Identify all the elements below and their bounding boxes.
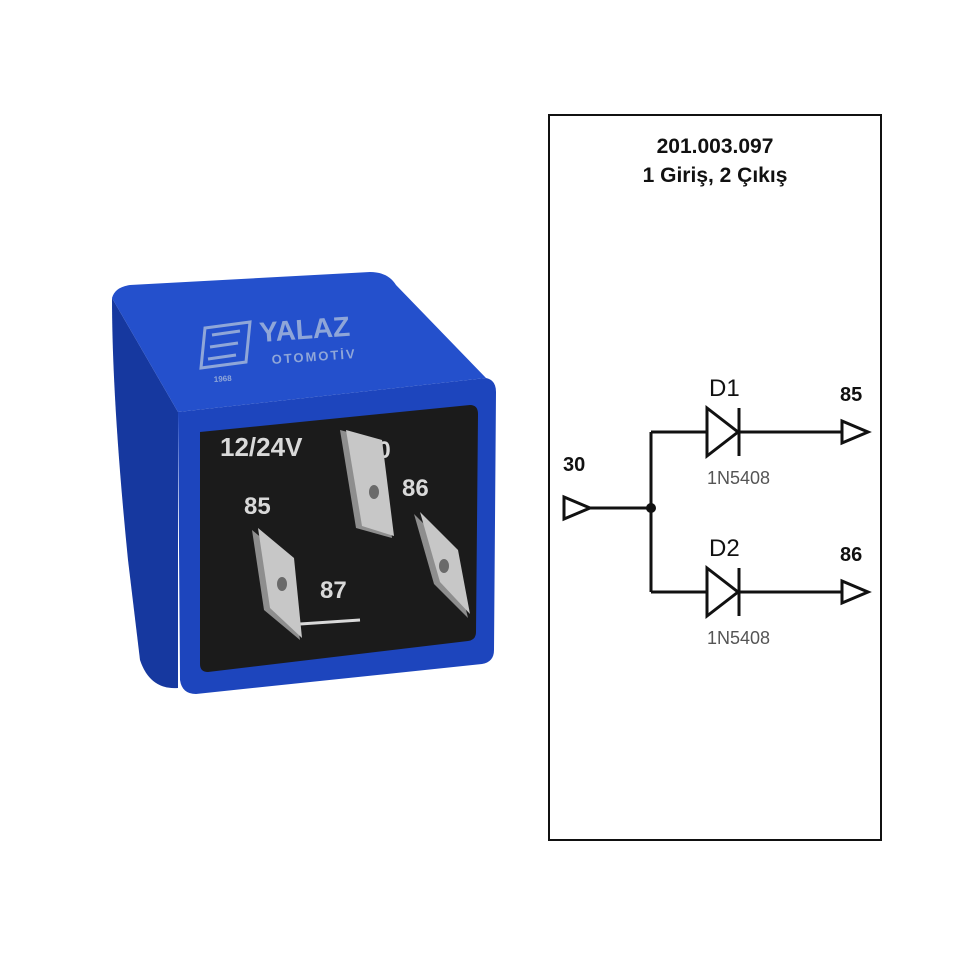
output-85-arrow-icon <box>840 418 872 446</box>
diode-d1-label: D1 <box>709 375 740 402</box>
brand-emblem-mark <box>207 329 241 361</box>
diode-d1-icon <box>705 404 741 460</box>
diode-d2-icon <box>705 564 741 620</box>
voltage-label: 12/24V <box>220 432 303 462</box>
diode-d2-label: D2 <box>709 535 740 562</box>
brand-logo: YALAZ OTOMOTİV 1968 <box>199 311 357 384</box>
pin-label-85: 85 <box>244 493 271 520</box>
branch-d1: D1 1N5408 85 <box>651 375 872 488</box>
schematic-panel: 201.003.097 1 Giriş, 2 Çıkış 30 D1 1N540… <box>548 114 882 841</box>
output-terminal-86-label: 86 <box>840 544 862 566</box>
part-number: 201.003.097 <box>657 135 774 158</box>
pin-label-86: 86 <box>402 475 429 502</box>
output-86-arrow-icon <box>840 578 872 606</box>
relay-product-image: YALAZ OTOMOTİV 1968 12/24V 30 86 85 87 <box>112 272 496 694</box>
relay-top-panel <box>112 272 486 412</box>
terminal-30 <box>340 430 394 538</box>
terminal-85 <box>252 528 302 640</box>
brand-name: YALAZ <box>258 311 351 348</box>
schematic-subtitle: 1 Giriş, 2 Çıkış <box>643 164 788 187</box>
diode-d2-part: 1N5408 <box>707 628 770 648</box>
pin-87-underline <box>299 618 361 626</box>
diode-d1-part: 1N5408 <box>707 468 770 488</box>
pin-label-87: 87 <box>320 577 347 604</box>
brand-emblem-icon <box>199 320 252 370</box>
brand-year: 1968 <box>214 374 233 384</box>
schematic-frame <box>548 114 882 841</box>
terminal-86 <box>414 512 470 618</box>
input-terminal-label: 30 <box>563 454 585 476</box>
branch-d2: D2 1N5408 86 <box>651 535 872 648</box>
input-arrow-icon <box>562 494 594 522</box>
brand-subtitle: OTOMOTİV <box>271 346 357 367</box>
output-terminal-85-label: 85 <box>840 384 862 406</box>
relay-side-panel <box>112 298 178 689</box>
